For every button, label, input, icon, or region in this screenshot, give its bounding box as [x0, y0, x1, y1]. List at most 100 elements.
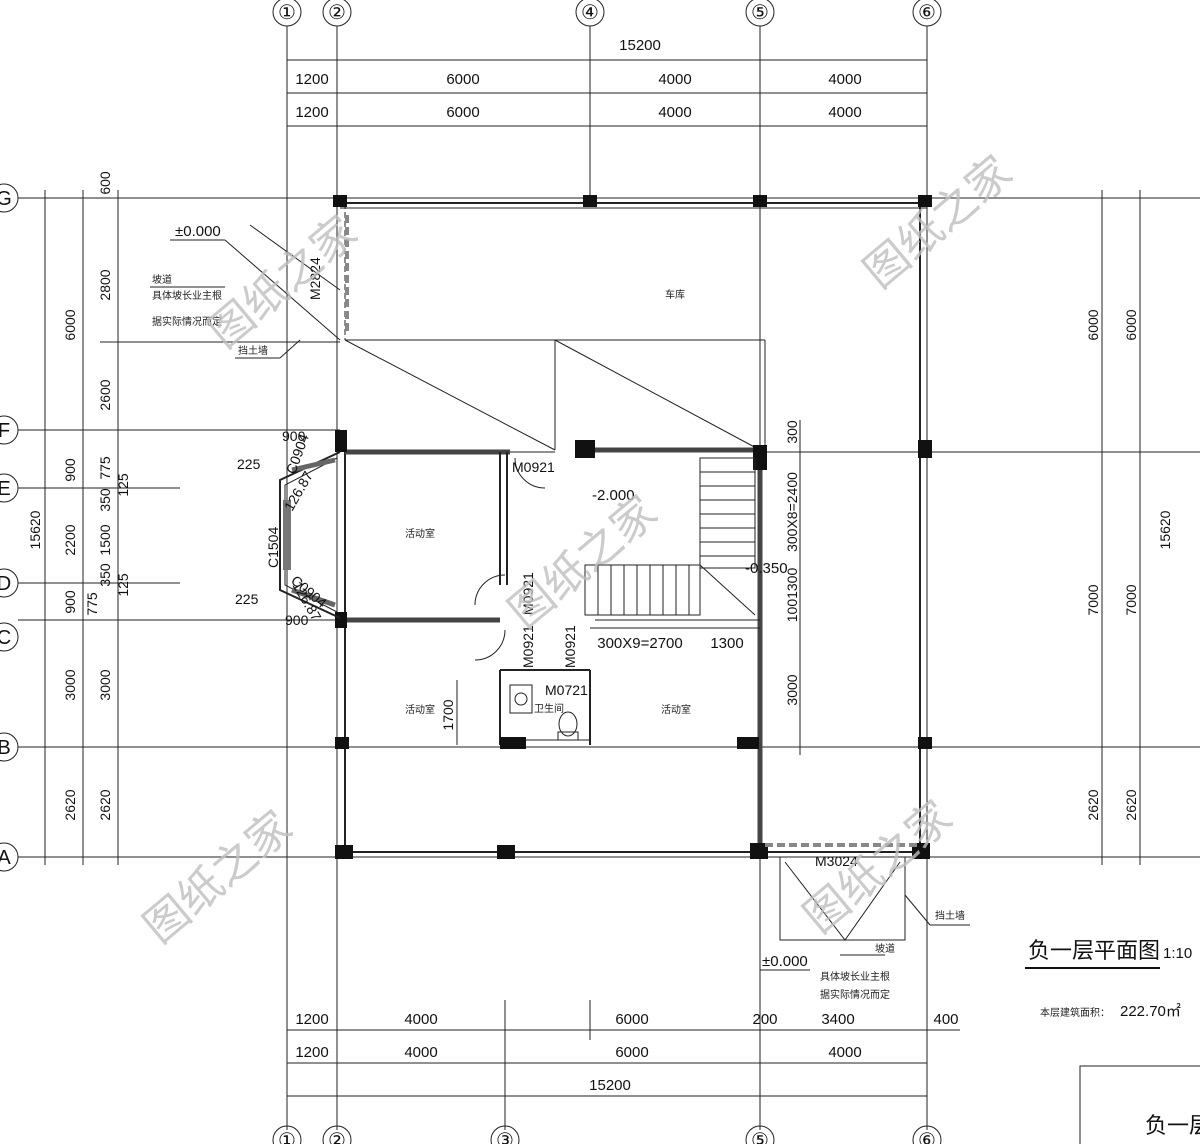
- staircase: -2.000 -0.350: [584, 457, 788, 616]
- retaining-bottom-label: 挡土墙: [935, 909, 965, 922]
- left-dim-350b: 350: [97, 563, 113, 587]
- ramp-bottom-detail1: 具体坡长业主根: [820, 970, 890, 983]
- area-value: 222.70㎡: [1120, 1003, 1181, 1020]
- top-dim-4: 4000: [828, 71, 861, 88]
- top-dim-7: 4000: [658, 104, 691, 121]
- left-axis-bubbles: G F E D C B A: [0, 183, 19, 872]
- bottom-dim-7: 1200: [295, 1044, 328, 1061]
- vertical-axis-lines: [286, 26, 928, 1130]
- left-dim-900b: 900: [62, 590, 78, 614]
- right-dim-6000b: 6000: [1123, 309, 1139, 340]
- inner-dim-3000: 3000: [784, 674, 800, 705]
- axis-left-a: A: [0, 847, 11, 869]
- bottom-dim-2: 4000: [404, 1011, 437, 1028]
- axis-top-1: ①: [278, 2, 296, 24]
- bottom-dim-6: 400: [933, 1011, 958, 1028]
- inner-dim-2400: 300X8=2400: [784, 472, 800, 552]
- window-c1504: C1504: [265, 527, 281, 568]
- axis-left-b: B: [0, 737, 11, 759]
- bay-dim-225a: 225: [237, 456, 261, 472]
- watermark-3: 图纸之家: [499, 486, 667, 638]
- left-dim-350a: 350: [97, 488, 113, 512]
- axis-bottom-3: ③: [496, 1130, 514, 1144]
- top-dim-5: 1200: [295, 104, 328, 121]
- axis-top-2: ②: [328, 2, 346, 24]
- bottom-dim-10: 4000: [828, 1044, 861, 1061]
- room-activity-1: 活动室: [405, 527, 435, 540]
- left-dim-2620a: 2620: [62, 789, 78, 820]
- bottom-axis-bubbles: ① ② ③ ⑤ ⑥: [272, 1125, 942, 1144]
- left-dim-2200: 2200: [62, 524, 78, 555]
- inner-dim-1001300: 1001300: [784, 568, 800, 623]
- door-m0921a: M0921: [512, 459, 555, 475]
- top-dim-1: 1200: [295, 71, 328, 88]
- top-dim-3: 4000: [658, 71, 691, 88]
- level-bottom: ±0.000: [762, 953, 808, 970]
- left-dim-600: 600: [97, 171, 113, 195]
- level-top: ±0.000: [175, 223, 221, 240]
- right-dim-6000a: 6000: [1085, 309, 1101, 340]
- left-dim-775b: 775: [84, 592, 100, 616]
- ramp-top-detail2: 据实际情况而定: [152, 315, 222, 328]
- left-dim-15620: 15620: [27, 510, 43, 549]
- inner-dim-1300: 1300: [710, 635, 743, 652]
- top-total-dim: 15200: [619, 37, 661, 54]
- room-activity-3: 活动室: [661, 703, 691, 716]
- left-dim-3000b: 3000: [97, 669, 113, 700]
- plan-scale: 1:10: [1163, 945, 1192, 962]
- inner-dim-1700: 1700: [440, 699, 456, 730]
- bay-dim-225b: 225: [235, 591, 259, 607]
- left-dim-2620b: 2620: [97, 789, 113, 820]
- axis-top-6: ⑥: [918, 2, 936, 24]
- watermark-2: 图纸之家: [854, 146, 1022, 298]
- axis-left-e: E: [0, 478, 11, 500]
- building-walls: [333, 195, 932, 859]
- interior-dimensions: 300 300X8=2400 1001300 3000 300X9=2700 1…: [440, 420, 801, 755]
- top-dim-8: 4000: [828, 104, 861, 121]
- axis-bottom-5: ⑤: [751, 1130, 769, 1144]
- plan-title: 负一层平面图: [1028, 939, 1160, 964]
- ramp-notes-bottom: 挡土墙 坡道 ±0.000 具体坡长业主根 据实际情况而定: [760, 857, 970, 1001]
- room-wc: 卫生间: [534, 702, 564, 715]
- retaining-top-label: 挡土墙: [238, 344, 268, 357]
- area-label: 本层建筑面积：: [1040, 1006, 1110, 1019]
- door-m0721: M0721: [545, 682, 588, 698]
- axis-top-5: ⑤: [751, 2, 769, 24]
- room-labels: 车库 活动室 活动室 活动室 卫生间: [405, 288, 691, 716]
- wc-fixtures: [509, 684, 579, 741]
- door-m2824: M2824: [307, 257, 323, 300]
- bottom-dimensions: 1200 4000 6000 200 3400 400 1200 4000 60…: [287, 1000, 960, 1130]
- bottom-dim-3: 6000: [615, 1011, 648, 1028]
- right-dim-2620a: 2620: [1085, 789, 1101, 820]
- door-m0921d: M0921: [562, 625, 578, 668]
- right-dim-15620: 15620: [1157, 510, 1173, 549]
- top-dim-2: 6000: [446, 71, 479, 88]
- left-dimension-lines: [44, 190, 1141, 865]
- axis-left-c: C: [0, 627, 11, 649]
- axis-bottom-2: ②: [328, 1130, 346, 1144]
- top-dimensions: 15200 1200 6000 4000 4000 1200 6000 4000…: [287, 37, 927, 127]
- watermark-1: 图纸之家: [199, 206, 367, 358]
- axis-left-f: F: [0, 420, 10, 442]
- bottom-dim-5: 3400: [821, 1011, 854, 1028]
- left-dim-125a: 125: [115, 473, 131, 497]
- level-stair-low: -2.000: [592, 487, 635, 504]
- bay-dim-900a: 900: [282, 428, 306, 444]
- title-block-text: 负一层: [1145, 1114, 1200, 1139]
- left-dim-1500: 1500: [97, 524, 113, 555]
- bottom-dim-4: 200: [752, 1011, 777, 1028]
- level-stair-mid: -0.350: [745, 560, 788, 577]
- ramp-top-detail1: 具体坡长业主根: [152, 289, 222, 302]
- axis-left-d: D: [0, 573, 11, 595]
- right-dim-7000a: 7000: [1085, 584, 1101, 615]
- inner-dim-2700: 300X9=2700: [597, 635, 683, 652]
- left-dim-3000a: 3000: [62, 669, 78, 700]
- bottom-dim-8: 4000: [404, 1044, 437, 1061]
- door-m0921b: M0921: [520, 572, 536, 615]
- bay-dim-126a: 126.87: [281, 468, 316, 513]
- axis-bottom-6: ⑥: [918, 1130, 936, 1144]
- watermark-4: 图纸之家: [134, 801, 302, 953]
- door-m0921c: M0921: [520, 625, 536, 668]
- left-dim-900a: 900: [62, 458, 78, 482]
- left-dim-2600: 2600: [97, 379, 113, 410]
